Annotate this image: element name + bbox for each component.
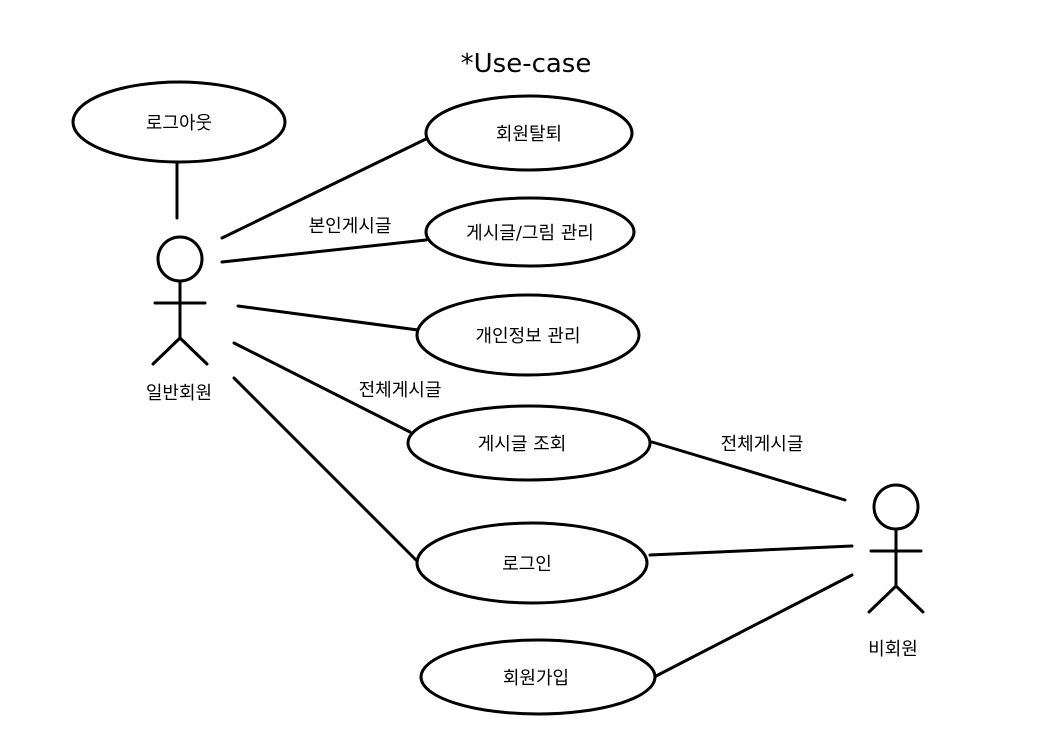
actor-head <box>156 235 204 283</box>
edge-member-login <box>232 376 420 564</box>
diagram-title: *Use-case <box>461 49 592 79</box>
actor-head <box>872 483 920 531</box>
edge-member-post-manage <box>220 238 428 264</box>
edge-member-post-view <box>232 341 412 434</box>
actor-guest: 비회원 <box>867 483 925 660</box>
edge-guest-signup <box>654 573 854 678</box>
use-case-label: 로그아웃 <box>146 113 212 134</box>
use-case-label: 회원탈퇴 <box>496 124 562 145</box>
use-case-post-view: 게시글 조회 <box>406 404 652 482</box>
use-case-label: 회원가입 <box>503 668 569 689</box>
use-case-signup: 회원가입 <box>419 638 657 716</box>
use-case-label: 로그인 <box>502 554 552 575</box>
edge-label-all-posts-member: 전체게시글 <box>359 380 442 401</box>
actor-leg-right <box>894 584 925 614</box>
use-case-login: 로그인 <box>415 521 649 605</box>
edge-guest-post-view <box>650 440 847 502</box>
actor-member: 일반회원 <box>146 235 212 404</box>
edge-label-own-posts: 본인게시글 <box>309 216 392 237</box>
edge-member-profile-manage <box>236 304 420 332</box>
associations <box>175 136 854 678</box>
use-case-label: 게시글 조회 <box>478 434 567 455</box>
actor-member-label: 일반회원 <box>146 383 212 404</box>
edge-member-withdraw <box>220 136 430 240</box>
use-case-label: 게시글/그림 관리 <box>466 223 594 244</box>
actor-guest-label: 비회원 <box>868 639 918 660</box>
edge-guest-login <box>648 544 854 557</box>
actor-leg-left <box>867 584 898 614</box>
actor-leg-right <box>178 336 209 366</box>
use-case-withdraw: 회원탈퇴 <box>424 94 634 172</box>
edge-label-all-posts-guest: 전체게시글 <box>721 434 804 455</box>
use-case-post-manage: 게시글/그림 관리 <box>424 196 636 268</box>
actor-leg-left <box>151 336 182 366</box>
use-case-label: 개인정보 관리 <box>475 326 580 347</box>
use-case-profile-manage: 개인정보 관리 <box>415 293 641 377</box>
use-case-logout: 로그아웃 <box>71 80 287 164</box>
